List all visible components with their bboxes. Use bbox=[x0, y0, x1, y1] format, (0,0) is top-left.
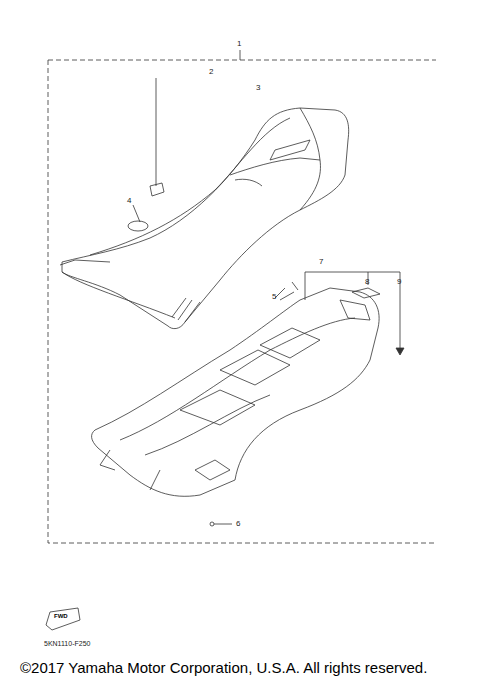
callout-number: 3 bbox=[256, 84, 260, 92]
callout-number: 9 bbox=[397, 278, 401, 286]
callout-number: 8 bbox=[365, 278, 369, 286]
diagram-code: 5KN1110-F250 bbox=[44, 640, 90, 647]
callout-number: 2 bbox=[209, 68, 213, 76]
callout-number: 4 bbox=[127, 197, 131, 205]
callout-number: 7 bbox=[319, 258, 323, 266]
callout-number: 6 bbox=[236, 520, 240, 528]
fwd-icon-text: FWD bbox=[54, 613, 68, 619]
callout-number: 1 bbox=[237, 40, 241, 48]
callout-number: 5 bbox=[272, 293, 276, 301]
copyright-note: ©2017 Yamaha Motor Corporation, U.S.A. A… bbox=[20, 660, 427, 675]
